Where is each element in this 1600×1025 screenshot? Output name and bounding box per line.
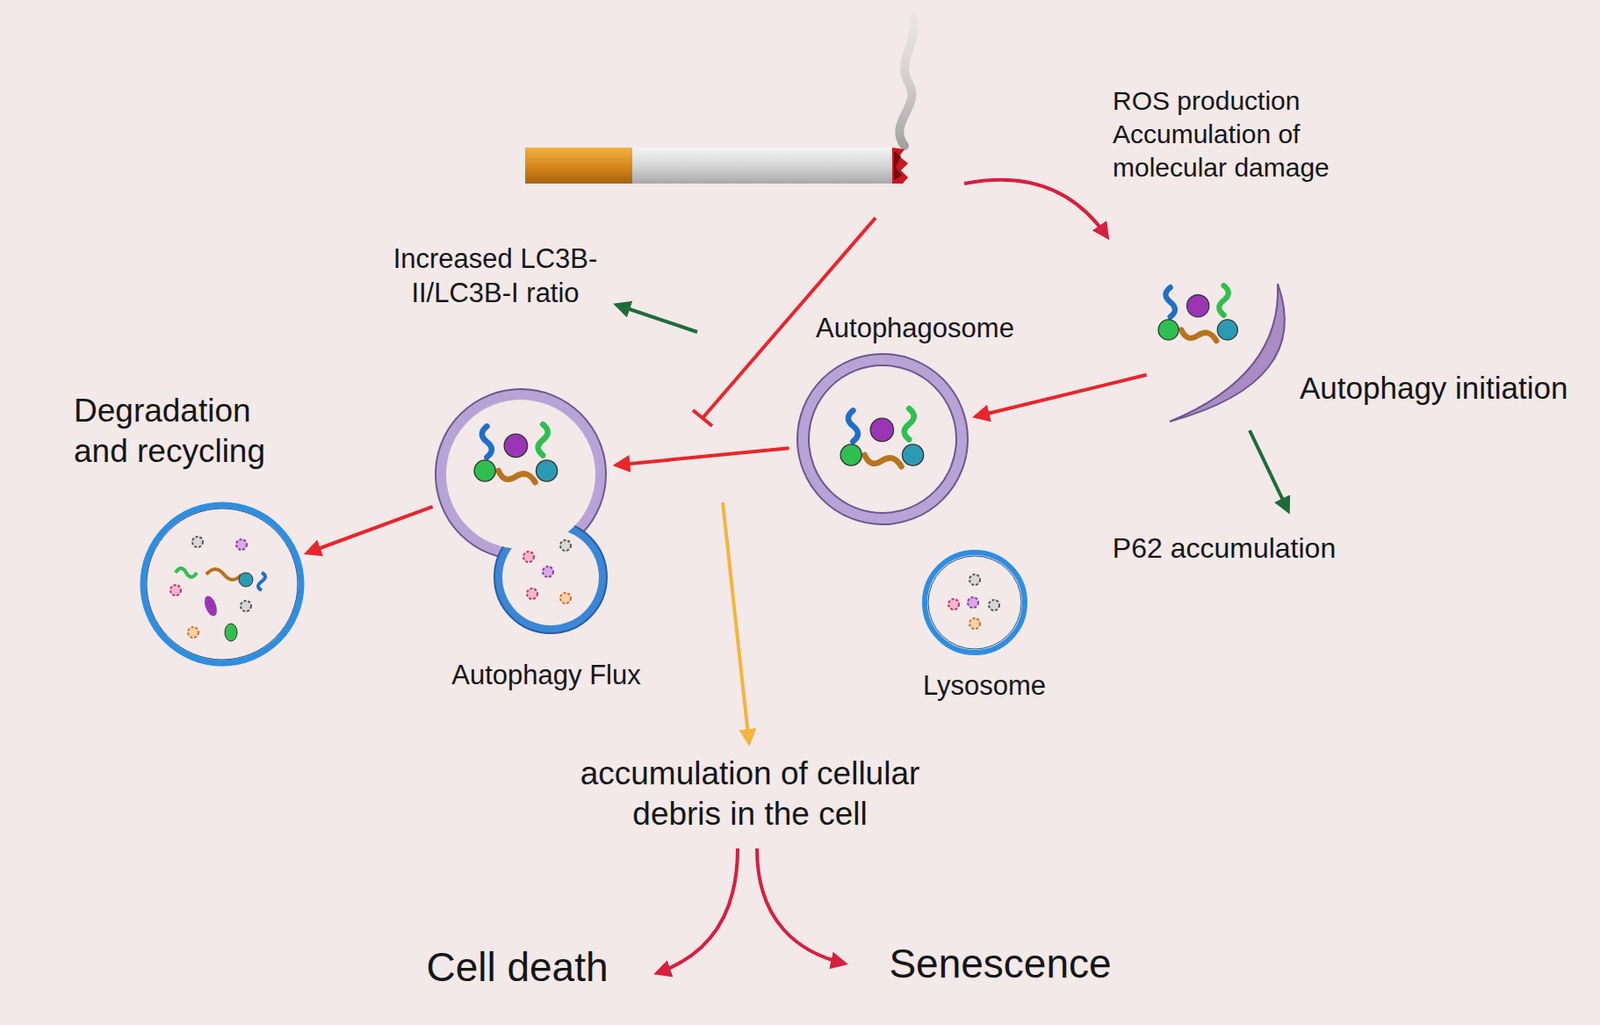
node-outline	[795, 352, 970, 527]
annotation-text: accumulation of cellular debris in the c…	[539, 753, 961, 836]
flow-arrow	[616, 447, 790, 465]
autolysosome-shape: Autophagy Flux	[433, 387, 608, 634]
node-label: Degradation and recycling	[73, 390, 298, 473]
node-outline	[433, 387, 608, 634]
annotation-text: Cell death	[425, 942, 608, 994]
lysosome-circle: Lysosome	[922, 549, 1028, 656]
annotation-text: ROS production	[1112, 84, 1300, 118]
degradation-circle: Degradation and recycling	[140, 502, 304, 666]
node-label: Autophagy initiation	[1299, 368, 1569, 408]
autophagosome-circle: Autophagosome	[795, 352, 970, 527]
crescent-phagophore: Autophagy initiation	[1150, 276, 1300, 431]
node-label: Autophagy Flux	[451, 658, 641, 693]
node-outline	[1150, 276, 1300, 431]
flow-arrow	[975, 374, 1147, 417]
annotation-text: Increased LC3B-II/LC3B-I ratio	[383, 242, 608, 311]
node-label: Autophagosome	[815, 311, 1015, 346]
node-outline	[922, 549, 1028, 656]
node-label: Lysosome	[922, 669, 1046, 704]
node-outline	[140, 502, 304, 666]
flow-arrow	[307, 506, 433, 554]
annotation-text: P62 accumulation	[1112, 530, 1336, 566]
annotation-text: Accumulation of molecular damage	[1112, 117, 1359, 184]
annotation-text: Senescence	[888, 938, 1111, 990]
